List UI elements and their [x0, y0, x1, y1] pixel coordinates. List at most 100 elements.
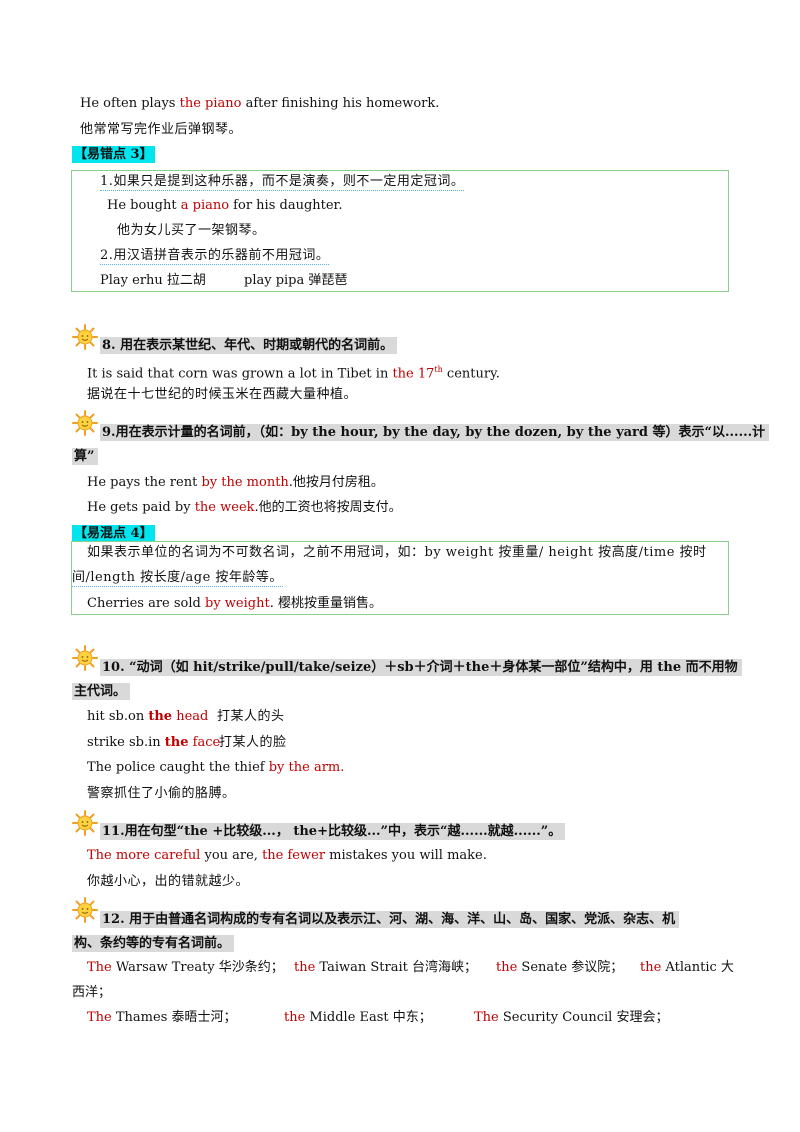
section-10-example2-cn: 打某人的脸	[219, 735, 287, 750]
highlight: by the arm.	[268, 760, 345, 775]
text: strike sb.in	[87, 735, 165, 750]
section-10-example3-cn: 警察抓住了小偷的胳膊。	[87, 786, 236, 801]
highlight: head	[172, 709, 209, 724]
text: hit sb.on	[87, 709, 149, 724]
section-10-heading-line2: 主代词。	[72, 682, 131, 702]
text: Middle East 中东；	[305, 1010, 432, 1025]
sun-icon	[72, 897, 98, 923]
text: .他的工资也将按周支付。	[254, 500, 402, 515]
tag-error-point-3: 【易错点 3】	[72, 146, 155, 163]
box3-line5a: Play erhu 拉二胡	[100, 273, 206, 288]
text: 构、条约等的专有名词前。	[72, 935, 235, 952]
highlight: The	[474, 1010, 499, 1025]
text: He pays the rent	[87, 475, 202, 490]
text: 2.用汉语拼音表示的乐器前不用冠词。	[100, 248, 330, 265]
list-item: the Taiwan Strait 台湾海峡；	[294, 958, 477, 978]
highlight: by weight	[205, 596, 270, 611]
section-10-example1: hit sb.on the head	[87, 707, 208, 727]
text: 1.如果只是提到这种乐器，而不是演奏，则不一定用定冠词。	[100, 174, 465, 191]
list-item: the Middle East 中东；	[284, 1008, 432, 1028]
section-8-english: It is said that corn was grown a lot in …	[87, 360, 500, 384]
highlight: the	[640, 960, 662, 975]
text: He often plays	[80, 96, 180, 111]
box4-line3: Cherries are sold by weight. 樱桃按重量销售。	[87, 594, 382, 614]
text: He bought	[107, 198, 181, 213]
box3-line2: He bought a piano for his daughter.	[107, 196, 342, 216]
text: 12. 用于由普通名词构成的专有名词以及表示江、河、湖、海、洋、山、岛、国家、党…	[100, 911, 680, 928]
highlight: the piano	[179, 96, 242, 111]
list-item: 西洋；	[72, 983, 111, 1003]
section-11-chinese: 你越小心，出的错就越少。	[87, 874, 250, 889]
text: Taiwan Strait 台湾海峡；	[315, 960, 477, 975]
highlight: the	[294, 960, 316, 975]
highlight: the	[164, 735, 189, 750]
section-12-heading-line2: 构、条约等的专有名词前。	[72, 934, 235, 954]
text: Thames 泰晤士河；	[111, 1010, 237, 1025]
highlight: the	[284, 1010, 306, 1025]
box-confusion-point-4	[71, 541, 729, 615]
section-9-heading-line1: 9.用在表示计量的名词前，（如：by the hour, by the day,…	[100, 423, 770, 443]
box-error-point-3	[71, 170, 729, 292]
highlight: the	[496, 960, 518, 975]
sun-icon	[72, 810, 98, 836]
section-9-example1: He pays the rent by the month.他按月付房租。	[87, 473, 384, 493]
superscript: th	[434, 365, 443, 374]
box3-line1: 1.如果只是提到这种乐器，而不是演奏，则不一定用定冠词。	[100, 172, 465, 192]
text: The police caught the thief	[87, 760, 269, 775]
text: 算”	[72, 448, 99, 465]
text: Security Council 安理会；	[498, 1010, 669, 1025]
box3-line3: 他为女儿买了一架钢琴。	[117, 223, 266, 238]
text: 11.用在句型“the +比较级...， the+比较级...”中，表示“越..…	[100, 823, 566, 840]
text: 10. “动词（如 hit/strike/pull/take/seize）＋sb…	[100, 659, 742, 676]
list-item: The Security Council 安理会；	[474, 1008, 668, 1028]
section-10-example1-cn: 打某人的头	[217, 709, 285, 724]
box4-line1: 如果表示单位的名词为不可数名词，之前不用冠词，如：by weight 按重量/ …	[87, 545, 707, 560]
sun-icon	[72, 645, 98, 671]
box4-line2: 间/length 按长度/age 按年龄等。	[72, 568, 283, 588]
text: . 樱桃按重量销售。	[269, 596, 382, 611]
highlight: the fewer	[262, 848, 326, 863]
highlight: a piano	[180, 198, 230, 213]
text: Senate 参议院；	[517, 960, 624, 975]
section-9-example2: He gets paid by the week.他的工资也将按周支付。	[87, 498, 402, 518]
text: after finishing his homework.	[241, 96, 440, 111]
box3-line4: 2.用汉语拼音表示的乐器前不用冠词。	[100, 246, 330, 266]
text: for his daughter.	[229, 198, 343, 213]
list-item: The Warsaw Treaty 华沙条约；	[87, 958, 284, 978]
section-10-example3: The police caught the thief by the arm.	[87, 758, 344, 778]
text: mistakes you will make.	[325, 848, 487, 863]
section-12-heading-line1: 12. 用于由普通名词构成的专有名词以及表示江、河、湖、海、洋、山、岛、国家、党…	[100, 910, 680, 930]
section-10-heading-line1: 10. “动词（如 hit/strike/pull/take/seize）＋sb…	[100, 658, 742, 678]
tag-confusion-point-4: 【易混点 4】	[72, 525, 155, 542]
highlight: by the month	[201, 475, 289, 490]
text: 间/length 按长度/age 按年龄等。	[72, 570, 283, 587]
highlight: The	[87, 1010, 112, 1025]
section-8-chinese: 据说在十七世纪的时候玉米在西藏大量种植。	[87, 387, 358, 402]
list-item: The Thames 泰晤士河；	[87, 1008, 237, 1028]
box3-line5b: play pipa 弹琵琶	[244, 273, 348, 288]
list-item: the Atlantic 大	[640, 958, 734, 978]
highlight: The more careful	[87, 848, 201, 863]
highlight: The	[87, 960, 112, 975]
intro-chinese-translation: 他常常写完作业后弹钢琴。	[80, 122, 243, 137]
text: Atlantic 大	[661, 960, 734, 975]
highlight: face	[188, 735, 221, 750]
text: It is said that corn was grown a lot in …	[87, 366, 393, 382]
text: 9.用在表示计量的名词前，（如：by the hour, by the day,…	[100, 424, 770, 441]
text: 西洋；	[72, 985, 112, 1000]
sun-icon	[72, 324, 98, 350]
highlight: the	[148, 709, 173, 724]
text: Cherries are sold	[87, 596, 205, 611]
text: Warsaw Treaty 华沙条约；	[111, 960, 284, 975]
text: 主代词。	[72, 683, 131, 700]
section-11-heading: 11.用在句型“the +比较级...， the+比较级...”中，表示“越..…	[100, 822, 566, 842]
text: you are,	[200, 848, 263, 863]
section-11-english: The more careful you are, the fewer mist…	[87, 846, 487, 866]
section-8-heading: 8. 用在表示某世纪、年代、时期或朝代的名词前。	[100, 336, 398, 356]
highlight: the 17	[392, 366, 435, 382]
highlight: the week	[194, 500, 255, 515]
sun-icon	[72, 410, 98, 436]
intro-english-sentence: He often plays the piano after finishing…	[80, 94, 439, 114]
section-9-heading-line2: 算”	[72, 447, 99, 467]
list-item: the Senate 参议院；	[496, 958, 623, 978]
